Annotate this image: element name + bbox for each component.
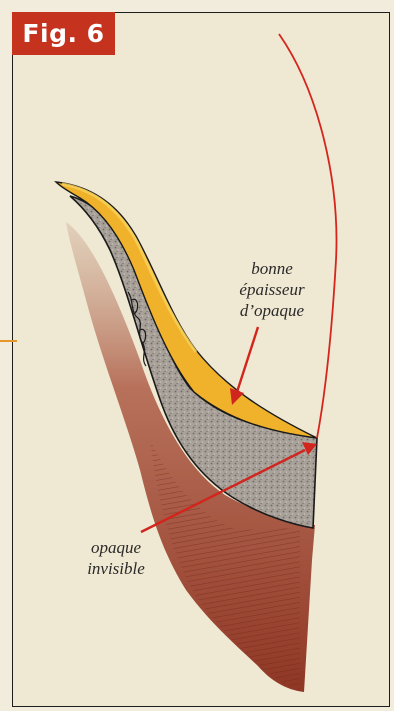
- label-good-thickness: bonne épaisseur d’opaque: [208, 258, 336, 321]
- label-invisible-opaque-line1: opaque: [64, 537, 168, 558]
- label-good-thickness-line2: épaisseur: [208, 279, 336, 300]
- label-good-thickness-line3: d’opaque: [208, 300, 336, 321]
- label-invisible-opaque-line2: invisible: [64, 558, 168, 579]
- margin-curve: [279, 34, 336, 438]
- label-good-thickness-line1: bonne: [208, 258, 336, 279]
- figure-badge: Fig. 6: [12, 12, 115, 55]
- label-invisible-opaque: opaque invisible: [64, 537, 168, 579]
- arrow-good-thickness: [237, 327, 258, 392]
- figure-badge-label: Fig. 6: [22, 19, 104, 48]
